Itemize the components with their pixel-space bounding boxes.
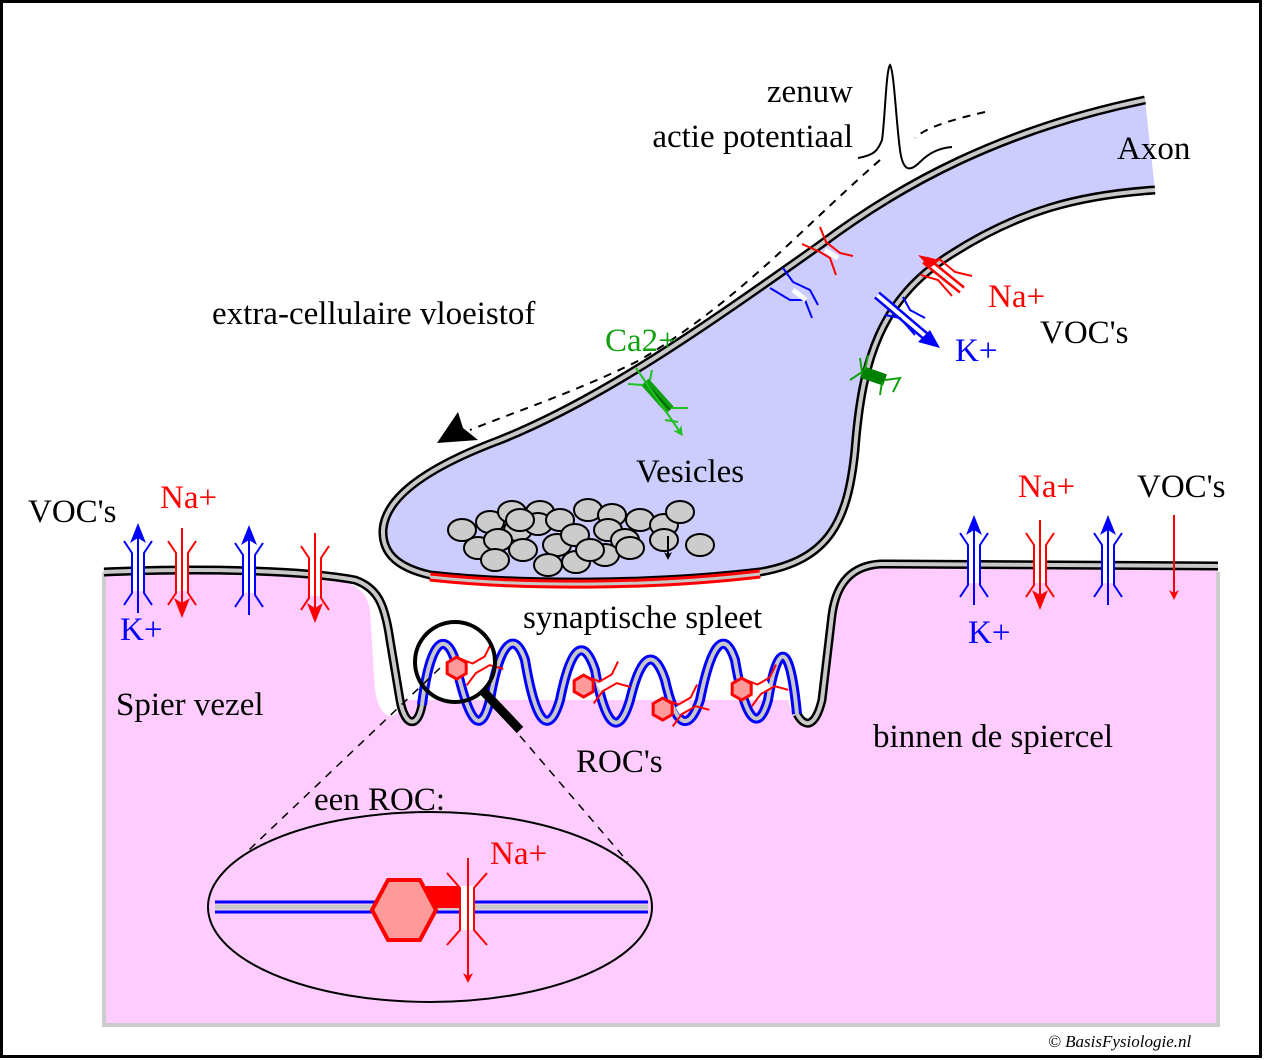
nerve-ap-label-line2: actie potentiaal (652, 119, 853, 155)
vesicle (508, 538, 538, 562)
roc-receptor (651, 684, 710, 727)
roc-receptor (572, 661, 631, 704)
magnifier-icon (413, 620, 524, 734)
axon-k-label: K+ (955, 333, 997, 369)
k-channel (123, 523, 153, 613)
k-channel (1093, 515, 1123, 605)
vesicles-label: Vesicles (636, 454, 744, 490)
axon-vocs-label: VOC's (1040, 315, 1128, 351)
right-na-label: Na+ (1018, 469, 1075, 505)
rocs-label: ROC's (576, 744, 663, 780)
left-k-label: K+ (120, 612, 162, 648)
roc-inset (207, 811, 653, 1003)
left-vocs-label: VOC's (28, 494, 116, 530)
axon-na-channel-closed (801, 226, 854, 276)
synaptic-cleft-label: synaptische spleet (523, 600, 762, 636)
zoom-guide-lines (229, 667, 629, 869)
muscle-left-channels (123, 523, 330, 623)
vesicle (665, 500, 695, 524)
axon-ca-channel-closed (849, 354, 902, 396)
ca-label: Ca2+ (605, 323, 677, 359)
copyright-label: © BasisFysiologie.nl (1048, 1032, 1192, 1051)
vesicle (483, 528, 513, 552)
axon-na-channel-open (918, 255, 973, 297)
na-channel (1025, 520, 1055, 610)
extracellular-label: extra-cellulaire vloeistof (212, 296, 535, 332)
axon-ca-channel-open (627, 367, 688, 437)
vesicle (685, 533, 715, 557)
axon-na-label: Na+ (988, 279, 1045, 315)
left-na-label: Na+ (160, 480, 217, 516)
axon-k-channel-open (874, 291, 940, 348)
signal-path-dashed (469, 111, 986, 431)
k-channel (234, 525, 264, 615)
ligand-hexagon (369, 878, 439, 942)
na-channel (300, 533, 330, 623)
vesicle (575, 538, 605, 562)
axon-k-channel-closed (769, 267, 819, 319)
right-k-label: K+ (968, 615, 1010, 651)
muscle-right-channels (959, 515, 1123, 610)
roc-receptor (730, 664, 789, 707)
nerve-ap-label-line1: zenuw (767, 74, 853, 110)
muscle-fiber-label: Spier vezel (116, 687, 264, 723)
vesicles (447, 498, 715, 577)
roc-na-label: Na+ (490, 836, 547, 872)
vesicle (649, 528, 679, 552)
right-vocs-label: VOC's (1137, 469, 1225, 505)
roc-receptor (445, 643, 504, 686)
vesicle (533, 553, 563, 577)
axon-label: Axon (1117, 131, 1190, 167)
action-potential-trace (857, 63, 953, 170)
vesicle (447, 518, 477, 542)
na-channel (167, 528, 197, 618)
vesicle (615, 536, 645, 560)
inside-muscle-label: binnen de spiercel (873, 719, 1113, 755)
signal-arrowhead (437, 412, 478, 443)
vesicle (505, 508, 535, 532)
vesicle (480, 548, 510, 572)
one-roc-label: een ROC: (314, 782, 445, 818)
rocs (445, 643, 789, 727)
k-channel (959, 515, 989, 605)
